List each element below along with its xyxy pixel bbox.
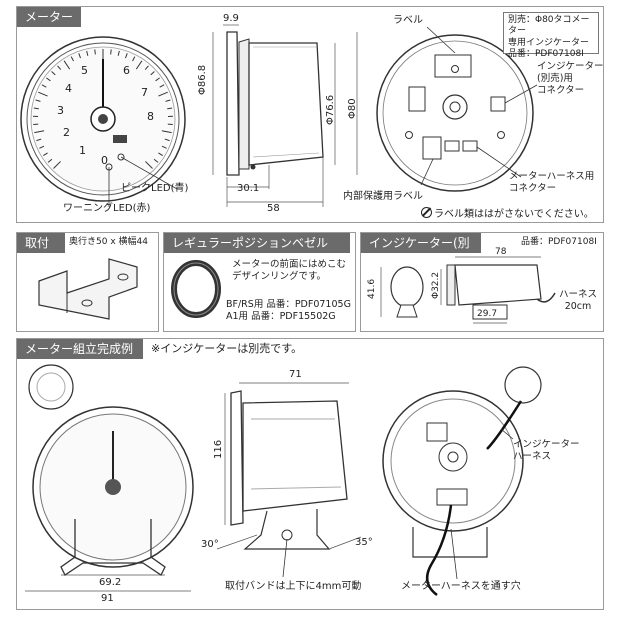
spec-line-1: 別売：Φ80タコメーター bbox=[508, 15, 590, 37]
indicator-dim-dia: Φ32.2 bbox=[431, 271, 441, 299]
assembly-note: ※インジケーターは別売です。 bbox=[151, 342, 303, 355]
spec-line-3: 品番：PDF07108I bbox=[508, 48, 584, 59]
bracket-header: 取付金 bbox=[17, 233, 65, 270]
assembly-drawing bbox=[25, 364, 542, 596]
gauge-tick bbox=[125, 53, 128, 59]
gauge-tick bbox=[94, 49, 96, 55]
indicator-panel: インジケーター(別売) 品番：PDF07108I 78 41.6 Φ32.2 2… bbox=[360, 232, 604, 332]
assembly-angle-left: 30° bbox=[201, 539, 219, 550]
gauge-tick bbox=[150, 71, 155, 76]
gauge-tick bbox=[38, 91, 48, 97]
gauge-tick bbox=[161, 130, 172, 134]
indicator-dim-height: 41.6 bbox=[367, 278, 377, 299]
bezel-panel: レギュラーポジションベゼル(別売) メーターの前面にはめこむ デザインリングです… bbox=[163, 232, 356, 332]
gauge-tick bbox=[158, 152, 163, 157]
meter-panel: メーター bbox=[16, 6, 604, 223]
gauge-tick bbox=[117, 50, 120, 56]
gauge-tick bbox=[57, 65, 62, 70]
gauge-tick bbox=[165, 99, 171, 102]
gauge-tick bbox=[132, 56, 136, 62]
gauge-tick bbox=[155, 77, 160, 82]
gauge-tick bbox=[135, 60, 143, 70]
assembly-panel: メーター組立完成例 ※インジケーターは別売です。 bbox=[16, 338, 604, 610]
internal-label-callout: 内部保護用ラベル bbox=[343, 191, 423, 202]
assembly-header: メーター組立完成例 bbox=[17, 339, 143, 359]
bezel-ring-drawing bbox=[171, 260, 221, 318]
gauge-num-4: 4 bbox=[65, 82, 72, 95]
gauge-tick bbox=[47, 158, 53, 163]
gauge-tick bbox=[35, 99, 41, 102]
gauge-num-0: 0 bbox=[101, 154, 108, 167]
gauge-tick bbox=[145, 161, 153, 169]
gauge-tick bbox=[164, 138, 170, 142]
assembly-angle-right: 35° bbox=[355, 537, 373, 548]
bezel-header: レギュラーポジションベゼル(別売) bbox=[164, 233, 350, 270]
assembly-dim-base-outer: 91 bbox=[101, 593, 114, 604]
gauge-tick bbox=[167, 107, 173, 110]
gauge-tick bbox=[46, 77, 51, 82]
assembly-band-note: 取付バンドは上下に4mm可動 bbox=[225, 581, 362, 592]
gauge-num-5: 5 bbox=[81, 64, 88, 77]
label-callout: ラベル bbox=[393, 15, 423, 26]
prohibit-icon bbox=[421, 207, 432, 218]
gauge-tick bbox=[78, 53, 81, 59]
assembly-indicator-harness-callout: インジケーター ハーネス bbox=[513, 439, 580, 462]
gauge-tick bbox=[43, 152, 48, 157]
gauge-tick bbox=[161, 145, 167, 149]
gauge-num-2: 2 bbox=[63, 126, 70, 139]
indicator-harness-note: ハーネス 20cm bbox=[559, 289, 598, 312]
gauge-tick bbox=[158, 91, 168, 97]
gauge-tick bbox=[34, 130, 45, 134]
warning-led-label: ワーニングLED(赤) bbox=[63, 203, 151, 214]
gauge-tick bbox=[159, 84, 165, 88]
gauge-tick bbox=[53, 161, 61, 169]
gauge-num-7: 7 bbox=[141, 86, 148, 99]
no-peel-note: ラベル類ははがさないでください。 bbox=[421, 207, 594, 221]
dim-top: 9.9 bbox=[223, 13, 239, 24]
gauge-num-8: 8 bbox=[147, 110, 154, 123]
meter-front-drawing bbox=[20, 24, 538, 207]
dim-outer: Φ80 bbox=[347, 98, 358, 119]
meter-header: メーター bbox=[17, 7, 81, 27]
gauge-tick bbox=[36, 138, 42, 142]
gauge-tick bbox=[153, 158, 159, 163]
dim-height: Φ86.8 bbox=[197, 64, 208, 95]
gauge-tick bbox=[39, 145, 45, 149]
dim-depth-inner: 30.1 bbox=[237, 183, 260, 194]
gauge-tick bbox=[33, 107, 39, 110]
indicator-dim-base: 29.7 bbox=[477, 309, 498, 319]
gauge-num-1: 1 bbox=[79, 144, 86, 157]
assembly-dim-width: 71 bbox=[289, 369, 302, 380]
gauge-num-3: 3 bbox=[57, 104, 64, 117]
gauge-tick bbox=[70, 56, 74, 62]
peak-led-label: ピークLED(青) bbox=[121, 183, 189, 194]
dim-depth-total: 58 bbox=[267, 203, 280, 214]
assembly-dim-height: 116 bbox=[213, 439, 224, 459]
gauge-tick bbox=[86, 50, 89, 56]
spec-box: 別売：Φ80タコメーター 専用インジケーター 品番：PDF07108I bbox=[503, 12, 599, 59]
bezel-parts: BF/RS用 品番：PDF07105G A1用 品番：PDF15502G bbox=[226, 299, 351, 322]
gauge-num-6: 6 bbox=[123, 64, 130, 77]
bracket-drawing bbox=[38, 258, 138, 320]
gauge-tick bbox=[144, 65, 149, 70]
bracket-desc: 奥行き50 x 横幅44 bbox=[69, 237, 148, 247]
assembly-dim-base-inner: 69.2 bbox=[99, 577, 122, 588]
indicator-connector-callout: インジケーター (別売)用 コネクター bbox=[537, 61, 604, 96]
gauge-tick bbox=[41, 84, 47, 88]
dim-face: Φ76.6 bbox=[325, 94, 336, 125]
bracket-panel: 取付金 奥行き50 x 横幅44 bbox=[16, 232, 159, 332]
gauge-tick bbox=[51, 71, 56, 76]
gauge-tick bbox=[63, 60, 71, 70]
assembly-harness-hole-note: メーターハーネスを通す穴 bbox=[401, 581, 521, 592]
gauge-tick bbox=[110, 49, 112, 55]
indicator-dim-length: 78 bbox=[495, 247, 507, 257]
indicator-drawing bbox=[380, 256, 556, 324]
harness-connector-callout: メーターハーネス用 コネクター bbox=[509, 171, 595, 194]
indicator-part: 品番：PDF07108I bbox=[521, 237, 597, 247]
spec-line-2: 専用インジケーター bbox=[508, 37, 590, 48]
bezel-desc: メーターの前面にはめこむ デザインリングです。 bbox=[232, 259, 347, 282]
indicator-header: インジケーター(別売) bbox=[361, 233, 481, 270]
